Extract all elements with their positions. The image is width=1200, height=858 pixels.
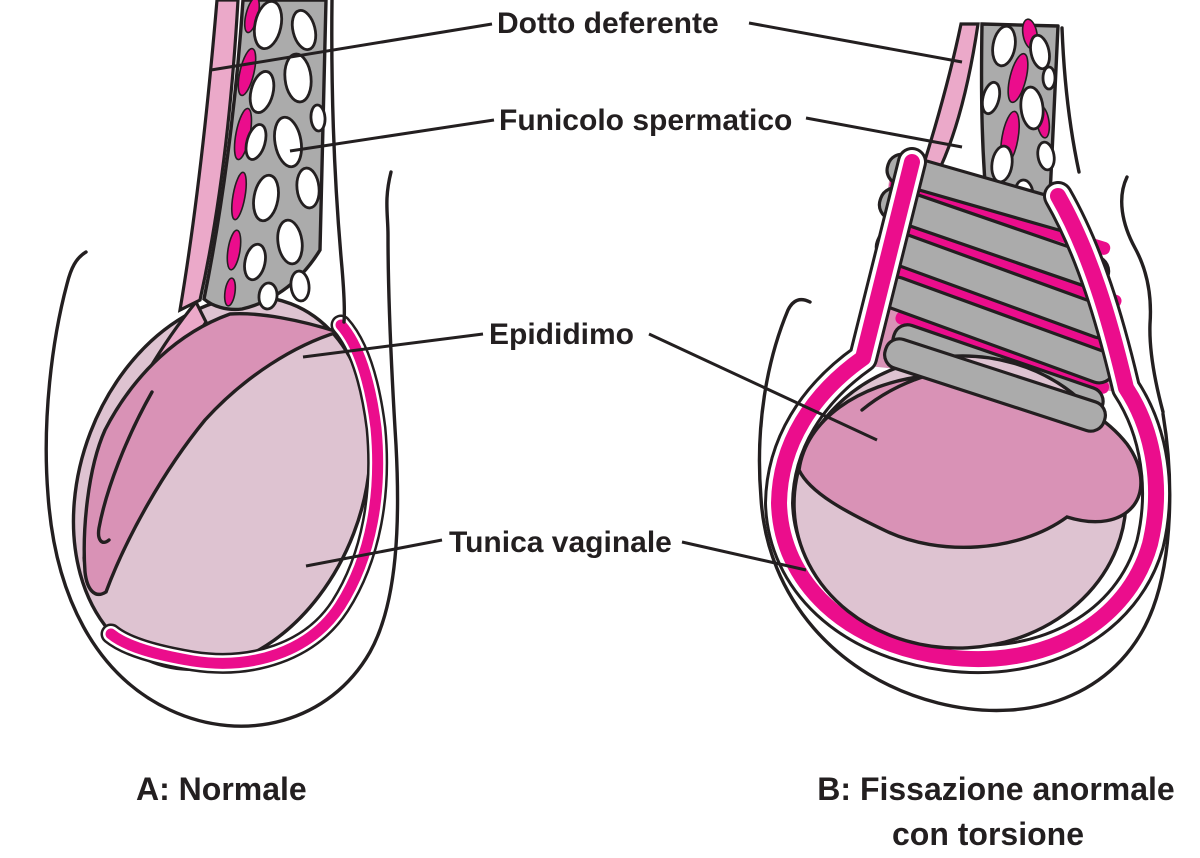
panel-a-normal [44,0,400,728]
mesh-hole [252,0,284,51]
mesh-hole [980,80,1002,116]
twist-band-front [883,337,1107,433]
label-funicolo-spermatico: Funicolo spermatico [499,104,792,137]
leader-tunica-right [681,540,807,572]
scrotum-outline-b [757,297,1172,713]
panel-b-torsion [757,18,1172,713]
vas-deferens-tube-a [177,0,240,313]
mesh-hole [991,24,1017,68]
mesh-hole [248,70,276,114]
mesh-hole [273,115,303,169]
scrotum-outline-a [44,170,400,728]
leader-dotto-left [210,22,493,72]
mesh-hole [309,103,327,133]
mesh-hole [252,173,280,223]
leader-epididimo-left [302,332,484,359]
label-epididimo: Epididimo [489,318,634,351]
leader-epididimo-right [648,332,878,442]
label-dotto-deferente: Dotto deferente [497,7,719,40]
mesh-hole [290,9,318,51]
annotation-layer: Dotto deferente Funicolo spermatico Epid… [136,7,1175,852]
mesh-hole [295,166,321,210]
label-tunica-vaginale: Tunica vaginale [449,526,672,559]
vessel-segment [226,229,242,271]
leader-tunica-left [305,538,443,568]
vessel-segment [237,47,257,97]
caption-panel-b-line1: B: Fissazione anormale [817,771,1174,807]
mesh-hole [257,281,279,311]
mesh-hole [283,52,313,104]
vessel-segment [223,277,237,307]
leader-funicolo-right [805,116,963,149]
epididymis-fold-line-a [96,390,154,545]
vessel-sliver [895,311,1110,394]
leader-funicolo-left [289,118,495,153]
vessel-sliver [886,263,1118,356]
mesh-hole [244,123,268,161]
leader-dotto-right [748,21,963,64]
mesh-hole [243,242,267,282]
scrotum-outline-b-right [1120,175,1165,414]
vessel-segment [1007,52,1029,104]
mesh-hole [289,269,311,303]
cord-outer-line-a [330,0,347,324]
torsion-vessel-slivers [884,178,1122,394]
mesh-hole [1029,33,1051,71]
mesh-hole [1036,140,1056,172]
mesh-hole [276,218,304,266]
vessel-segment [230,171,248,221]
epididymis-a [82,311,344,597]
mesh-hole [1019,85,1045,131]
mesh-hole [1041,65,1057,91]
pampiniform-mesh-holes-a [243,0,327,311]
caption-panel-b-line2: con torsione [892,816,1084,852]
pampiniform-mesh-holes-b [980,24,1057,210]
caption-panel-a: A: Normale [136,771,307,807]
vas-deferens-tube-b [919,22,980,173]
vessel-sliver [884,217,1122,308]
cord-outer-line-b [1060,26,1081,174]
